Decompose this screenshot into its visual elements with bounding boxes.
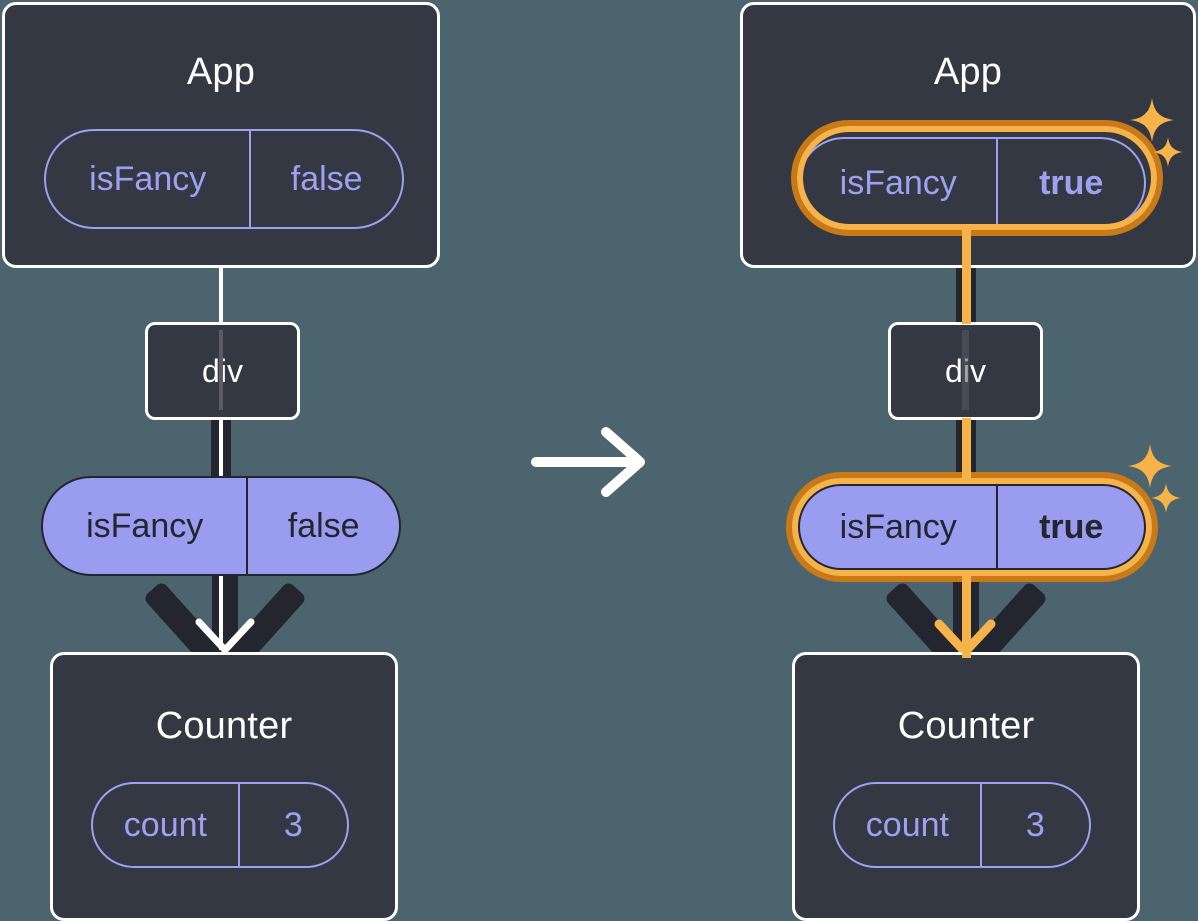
panel-before: App isFancy false div isFancy false: [0, 0, 450, 921]
counter-title: Counter: [155, 705, 293, 747]
app-state-key: isFancy: [839, 163, 957, 202]
counter-state-key: count: [865, 805, 949, 844]
prop-key: isFancy: [86, 506, 204, 545]
app-state-pill: isFancy true: [798, 137, 1146, 229]
counter-component-box: Counter count 3: [50, 652, 398, 921]
counter-state-key: count: [123, 805, 207, 844]
counter-title: Counter: [897, 705, 1035, 747]
connector-app-to-div-core: [962, 230, 971, 324]
counter-state-value: 3: [237, 784, 347, 866]
connector-div-to-prop-core: [219, 418, 223, 480]
connector-app-to-div: [219, 262, 223, 324]
app-state-value: false: [249, 131, 402, 227]
connector-div-to-prop-core: [962, 418, 971, 480]
sparkle-icon: [1126, 442, 1174, 490]
sparkle-icon: [1150, 482, 1182, 514]
arrow-shaft-core: [962, 570, 971, 658]
counter-state-value: 3: [979, 784, 1089, 866]
prop-key: isFancy: [839, 507, 957, 546]
app-title: App: [186, 51, 256, 93]
panel-after: App isFancy true div isFancy true: [740, 0, 1198, 921]
arrow-head-white: [195, 618, 255, 664]
arrow-prop-to-counter: [140, 570, 310, 682]
transition-arrow-right-icon: [528, 424, 652, 500]
app-component-box: App isFancy false: [2, 2, 440, 268]
app-state-pill: isFancy false: [44, 129, 404, 229]
prop-value: true: [996, 486, 1144, 568]
connector-through-div: [219, 330, 223, 410]
prop-pill: isFancy true: [798, 484, 1146, 570]
prop-value: false: [246, 478, 399, 574]
app-title: App: [933, 51, 1003, 93]
counter-component-box: Counter count 3: [792, 652, 1140, 921]
sparkle-icon: [1152, 136, 1184, 168]
arrow-shaft-core: [219, 570, 223, 650]
connector-through-div: [962, 330, 969, 410]
app-state-key: isFancy: [89, 159, 207, 198]
counter-state-pill: count 3: [833, 782, 1091, 868]
prop-pill: isFancy false: [41, 476, 401, 576]
app-state-value: true: [996, 139, 1144, 227]
app-component-box: App isFancy true: [740, 2, 1196, 268]
counter-state-pill: count 3: [91, 782, 349, 868]
